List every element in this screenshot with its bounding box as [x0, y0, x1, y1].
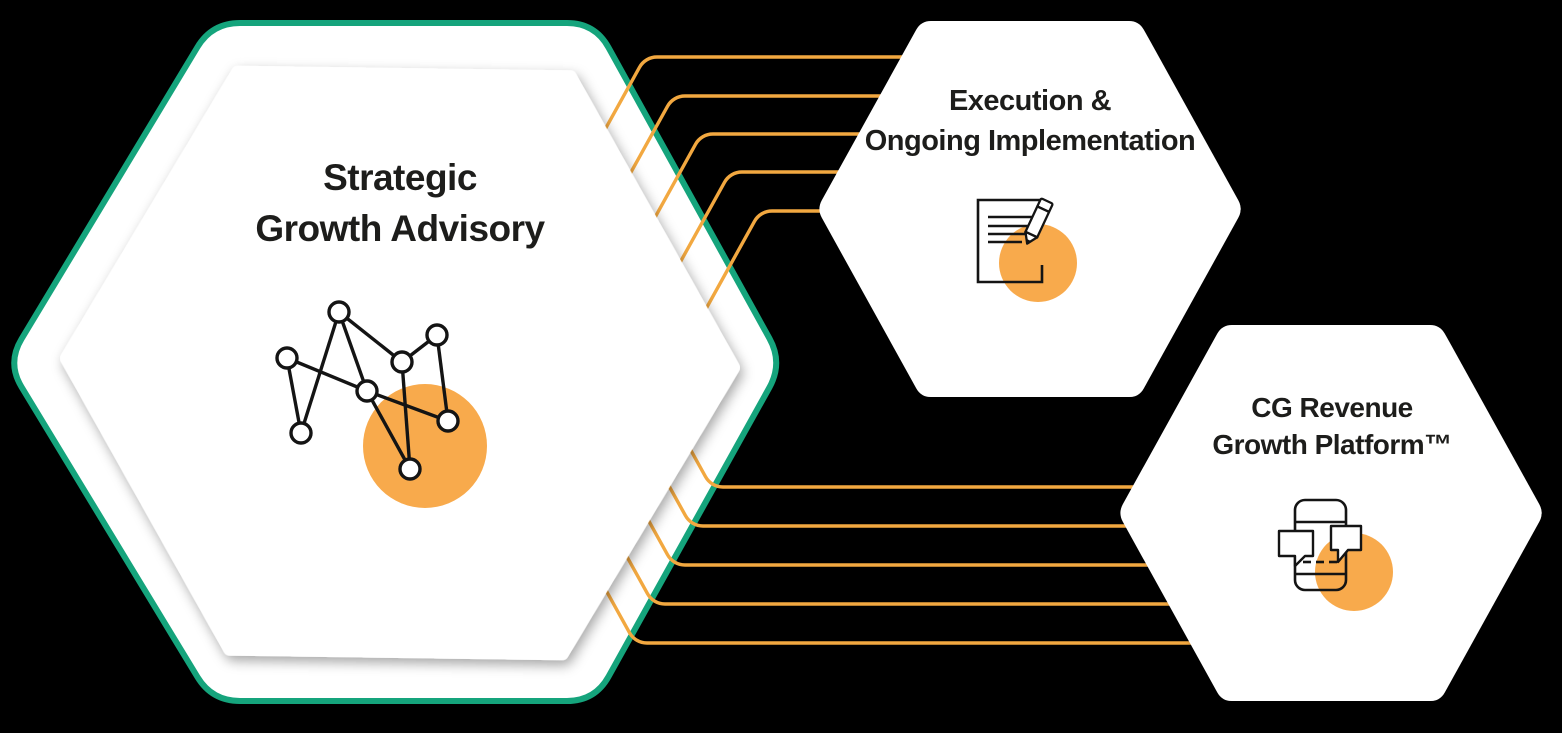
network-edge: [286, 356, 368, 393]
connector-line: [593, 94, 887, 239]
connector-lines: [555, 55, 1196, 645]
hexagon-outline: [819, 21, 1241, 397]
network-edge: [435, 334, 450, 422]
network-edge: [337, 310, 404, 364]
connector-line: [621, 132, 866, 277]
network-node: [398, 457, 422, 481]
network-node: [355, 379, 379, 403]
connector-line: [565, 55, 907, 200]
network-nodes-icon: [275, 300, 487, 508]
chat-bubble-right: [1329, 524, 1363, 564]
pencil-tip-point: [1025, 238, 1032, 245]
connector-line: [650, 170, 845, 315]
network-node: [275, 346, 299, 370]
main-hexagon-title: Strategic Growth Advisory: [240, 152, 560, 254]
connector-line: [631, 344, 1138, 489]
orange-accent-circle: [363, 384, 487, 508]
title-line: Execution &: [948, 85, 1112, 117]
title-line: Growth Advisory: [255, 208, 545, 249]
connector-line: [611, 383, 1131, 528]
network-edge: [337, 311, 369, 392]
hexagon-outline: [1120, 325, 1542, 701]
cg-platform-hexagon-title: CG Revenue Growth Platform™: [1182, 389, 1482, 463]
title-line: CG Revenue: [1251, 392, 1413, 423]
title-line: Growth Platform™: [1212, 429, 1452, 460]
chat-bubble-left: [1277, 529, 1315, 568]
orange-accent-circle: [1315, 533, 1393, 611]
title-line: Strategic: [323, 157, 477, 198]
network-edge: [400, 361, 412, 470]
network-node: [436, 409, 460, 433]
network-node: [289, 421, 313, 445]
network-edge: [285, 357, 303, 434]
title-line: Ongoing Implementation: [864, 125, 1196, 157]
network-node: [425, 323, 449, 347]
pencil: [1023, 197, 1054, 245]
execution-hexagon: [819, 21, 1241, 397]
connector-line: [555, 500, 1196, 645]
network-edge: [365, 390, 412, 470]
connector-line: [593, 422, 1153, 567]
phone-chat-icon: [1277, 498, 1393, 611]
network-node: [327, 300, 351, 324]
document-pencil-icon: [976, 197, 1077, 302]
cg-platform-hexagon: [1120, 325, 1542, 701]
network-node: [390, 350, 414, 374]
connector-line: [573, 461, 1174, 606]
execution-hexagon-title: Execution & Ongoing Implementation: [855, 81, 1205, 161]
network-edge: [366, 389, 449, 423]
connector-line: [680, 209, 823, 354]
